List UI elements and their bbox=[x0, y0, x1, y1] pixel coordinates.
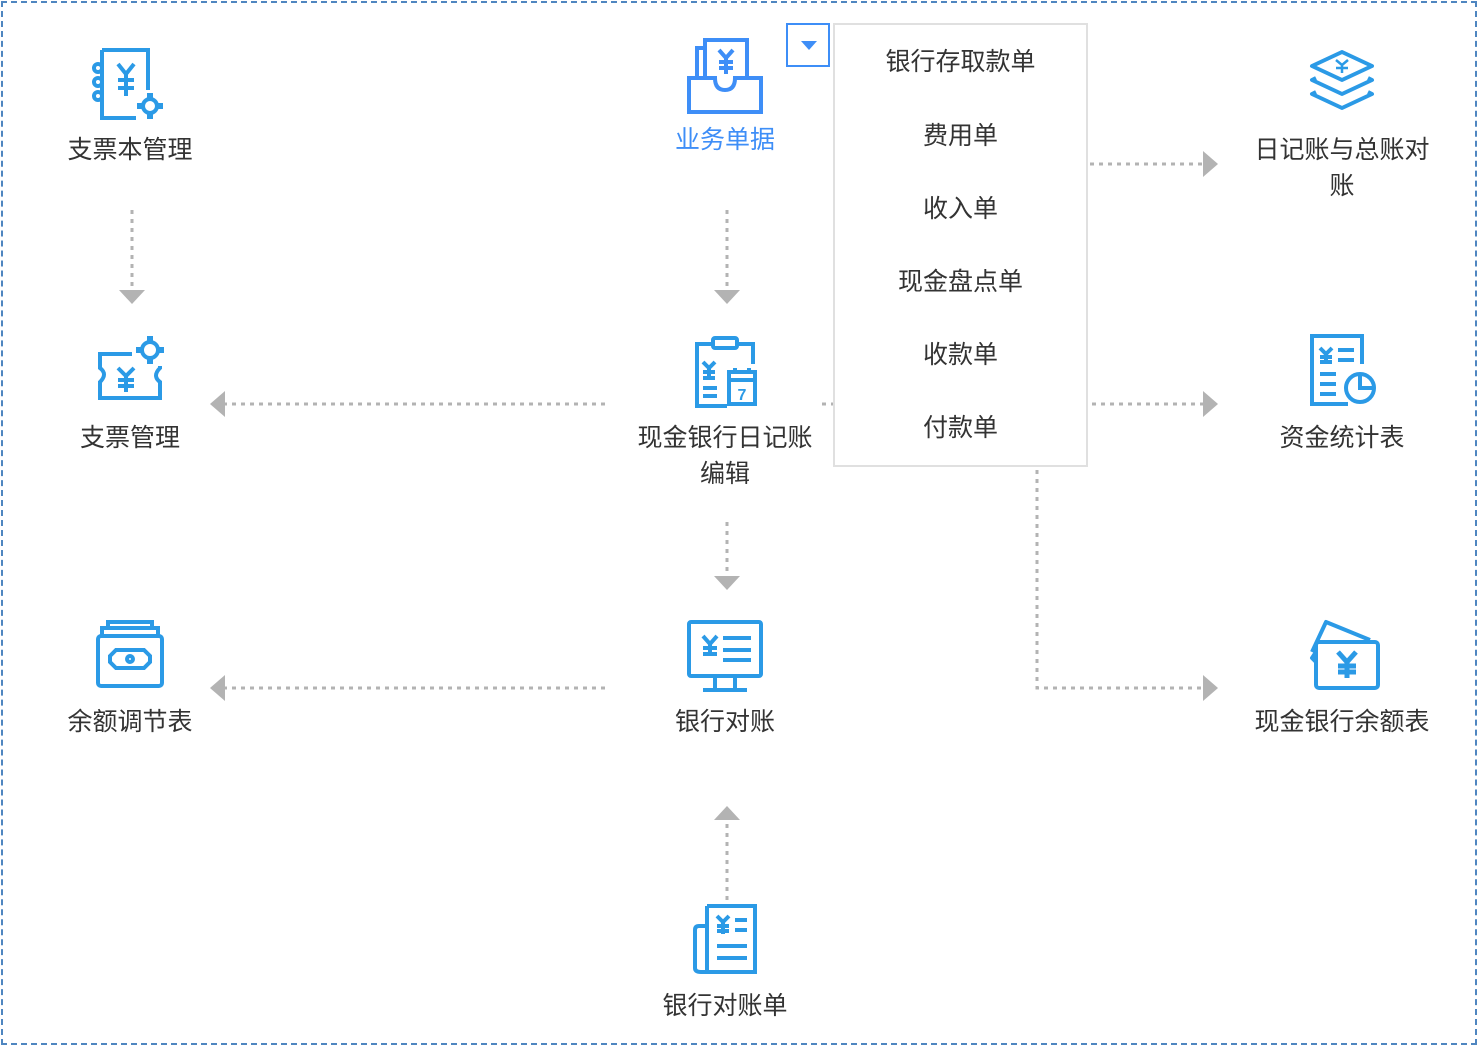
caret-down-icon bbox=[801, 41, 817, 50]
cash-stack-icon bbox=[96, 620, 164, 688]
node-bank-statement[interactable]: 银行对账单 bbox=[625, 900, 825, 1024]
node-check-management[interactable]: 支票管理 bbox=[30, 332, 230, 456]
node-bank-reconciliation[interactable]: 银行对账 bbox=[625, 616, 825, 740]
clipboard-calendar-icon: 7 bbox=[695, 336, 757, 408]
menu-item-cash-count[interactable]: 现金盘点单 bbox=[897, 267, 1023, 296]
document-type-dropdown-menu: 银行存取款单 费用单 收入单 现金盘点单 收款单 付款单 bbox=[833, 23, 1088, 467]
node-balance-adjustment[interactable]: 余额调节表 bbox=[30, 616, 230, 740]
node-label: 支票本管理 bbox=[67, 135, 193, 164]
node-label: 现金银行日记账编辑 bbox=[637, 423, 813, 488]
monitor-yuan-icon bbox=[687, 620, 763, 692]
node-label: 业务单据 bbox=[674, 125, 775, 154]
menu-item-receipt[interactable]: 收款单 bbox=[922, 340, 998, 369]
node-fund-statistics[interactable]: 资金统计表 bbox=[1242, 332, 1442, 456]
node-cash-bank-balance[interactable]: 现金银行余额表 bbox=[1242, 616, 1442, 740]
node-journal-ledger-reconcile[interactable]: 日记账与总账对账 bbox=[1242, 44, 1442, 204]
svg-text:7: 7 bbox=[738, 387, 747, 404]
node-label: 银行对账 bbox=[674, 707, 775, 736]
node-cash-bank-journal-edit[interactable]: 7 现金银行日记账编辑 bbox=[625, 332, 825, 492]
layers-yuan-icon bbox=[1310, 50, 1374, 110]
node-checkbook-management[interactable]: 支票本管理 bbox=[30, 44, 230, 168]
inbox-yuan-icon bbox=[687, 38, 763, 114]
node-label: 银行对账单 bbox=[662, 991, 788, 1020]
node-label: 日记账与总账对账 bbox=[1254, 135, 1430, 200]
dropdown-toggle-button[interactable] bbox=[786, 23, 830, 67]
notebook-yuan-gear-icon bbox=[92, 48, 163, 120]
ticket-yuan-gear-icon bbox=[98, 336, 164, 400]
wallet-yuan-icon bbox=[1310, 620, 1380, 690]
newspaper-yuan-icon bbox=[693, 904, 757, 974]
node-label: 余额调节表 bbox=[67, 707, 193, 736]
menu-item-income[interactable]: 收入单 bbox=[922, 194, 998, 223]
menu-item-bank-deposit-withdrawal[interactable]: 银行存取款单 bbox=[885, 47, 1036, 76]
node-label: 资金统计表 bbox=[1279, 423, 1405, 452]
node-label: 支票管理 bbox=[79, 423, 180, 452]
node-business-documents[interactable]: 业务单据 bbox=[625, 34, 825, 158]
report-pie-icon bbox=[1310, 334, 1376, 406]
node-label: 现金银行余额表 bbox=[1254, 707, 1430, 736]
menu-item-payment[interactable]: 付款单 bbox=[922, 413, 998, 442]
menu-item-expense[interactable]: 费用单 bbox=[922, 121, 998, 150]
